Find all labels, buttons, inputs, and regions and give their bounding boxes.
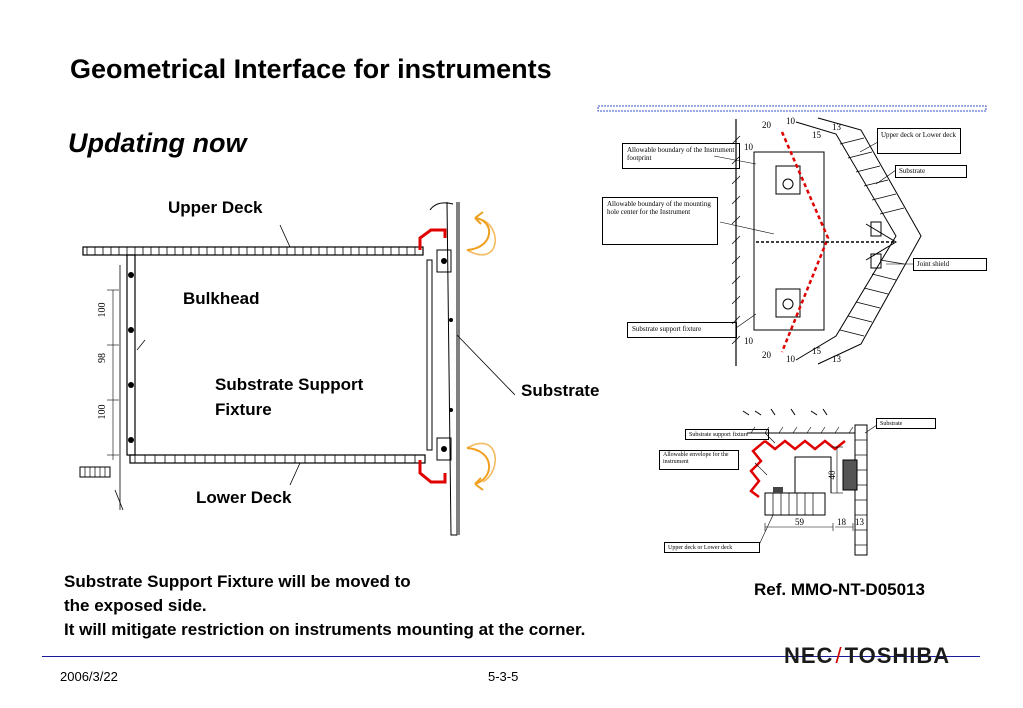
upper-red-fixture: [418, 228, 447, 250]
logo-slash-icon: /: [835, 643, 843, 668]
dim-20-bottom: 20: [762, 350, 772, 360]
dim-width-label: 59: [795, 517, 805, 527]
fixture-detail-diagram: 40 59 18 13: [742, 408, 878, 556]
dim-mid-label: 98: [97, 353, 108, 363]
logo-nec: NEC: [784, 643, 834, 668]
support-fixture-structure: [426, 249, 453, 461]
dim-height-label: 40: [827, 470, 837, 480]
support-fixture-label-line1: Substrate Support: [215, 375, 364, 394]
dim-right-label: 18: [837, 517, 847, 527]
dim-13-bottom: 13: [832, 354, 842, 364]
page-subtitle: Updating now: [68, 128, 247, 158]
dim-top-label: 100: [97, 303, 108, 318]
dim-bottom-label: 100: [97, 405, 108, 420]
callout-br-envelope: Allowable envelope for the instrument: [659, 450, 739, 470]
lower-deck-label: Lower Deck: [196, 488, 292, 507]
dim-13-top: 13: [832, 122, 842, 132]
corner-detail-diagram: 20 10 15 13 10 10 20 10 15 13: [597, 105, 987, 366]
footer-page-number: 5-3-5: [488, 669, 519, 684]
deck-bulkhead-diagram: 100 98 100: [79, 201, 515, 536]
upper-deck-structure: [82, 224, 424, 256]
dim-10-left-bottom: 10: [744, 336, 754, 346]
allowable-envelope-red: [749, 439, 846, 498]
dim-right2-label: 13: [855, 517, 865, 527]
lower-rotate-arrow-icon: [466, 447, 491, 491]
callout-substrate-top: Substrate: [895, 165, 967, 178]
dim-20-top: 20: [762, 120, 772, 130]
bulkhead-structure: [114, 254, 146, 511]
page-title: Geometrical Interface for instruments: [70, 54, 552, 84]
footer-divider: [42, 656, 980, 657]
callout-upper-lower-deck: Upper deck or Lower deck: [877, 128, 961, 154]
description-line2: the exposed side.: [64, 596, 207, 615]
callout-support-fixture: Substrate support fixture: [627, 322, 737, 338]
callout-hole-boundary: Allowable boundary of the mounting hole …: [602, 197, 718, 245]
lower-red-fixture: [418, 460, 447, 484]
description-line3: It will mitigate restriction on instrume…: [64, 620, 586, 639]
callout-footprint-boundary: Allowable boundary of the Instrument foo…: [622, 143, 740, 169]
dim-15-bottom: 15: [812, 346, 822, 356]
callout-joint-shield: Joint shield: [913, 258, 987, 271]
callout-br-substrate: Substrate: [876, 418, 936, 429]
substrate-structure: [429, 201, 515, 536]
callout-br-support-fixture: Substrate support fixture: [685, 429, 769, 440]
description-line1: Substrate Support Fixture will be moved …: [64, 572, 411, 591]
support-fixture-label-line2: Fixture: [215, 400, 272, 419]
lower-deck-structure: [79, 454, 426, 486]
callout-br-deck: Upper deck or Lower deck: [664, 542, 760, 553]
upper-deck-label: Upper Deck: [168, 198, 263, 217]
substrate-label: Substrate: [521, 381, 600, 400]
nec-toshiba-logo: NEC/TOSHIBA: [784, 643, 950, 669]
dim-10-bottom: 10: [786, 354, 796, 364]
footer-date: 2006/3/22: [60, 669, 118, 684]
dim-10-top: 10: [786, 116, 796, 126]
reference-label: Ref. MMO-NT-D05013: [754, 580, 925, 599]
hatched-border-strip: [597, 105, 987, 112]
description-text: Substrate Support Fixture will be moved …: [64, 570, 585, 642]
logo-toshiba: TOSHIBA: [844, 643, 951, 668]
dim-15-top: 15: [812, 130, 822, 140]
allowable-boundary-red: [780, 131, 830, 353]
upper-rotate-arrow-icon: [466, 211, 491, 251]
dim-10-left-top: 10: [744, 142, 754, 152]
bulkhead-label: Bulkhead: [183, 289, 260, 308]
